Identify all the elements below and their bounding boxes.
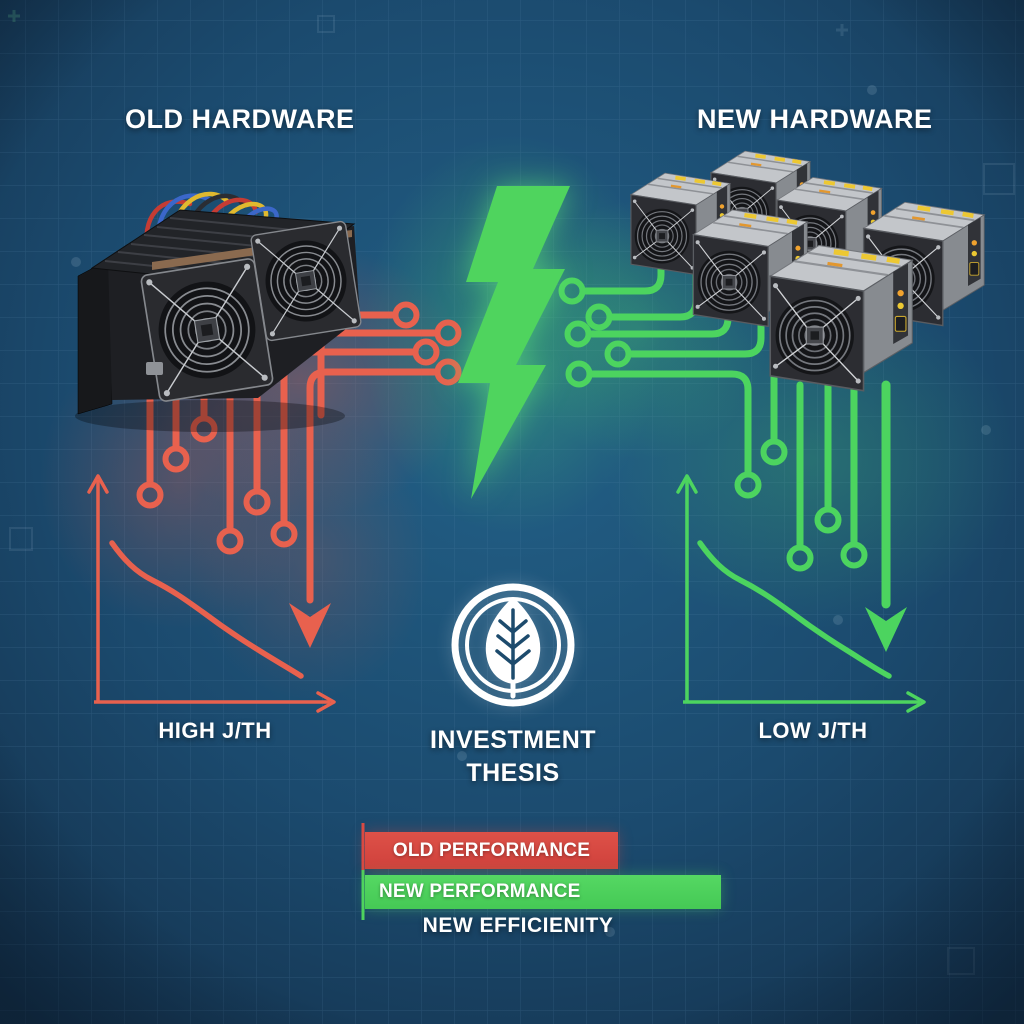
old-graph-label: HIGH J/TH [158,718,272,743]
thesis-line: THESIS [466,759,560,787]
new-performance-label: NEW PERFORMANCE [379,881,581,902]
investment-line: INVESTMENT [429,726,597,754]
new-hardware-title: NEW HARDWARE [697,104,933,134]
investment-thesis-label: INVESTMENT THESIS [383,724,643,790]
old-performance-bar: OLD PERFORMANCE [365,832,618,869]
new-efficiency-label: NEW EFFICIENITY [422,914,614,937]
new-performance-bar: NEW PERFORMANCE [365,875,721,909]
new-graph-label: LOW J/TH [758,718,868,743]
old-hardware-title: OLD HARDWARE [125,104,355,134]
old-performance-label: OLD PERFORMANCE [392,839,591,861]
